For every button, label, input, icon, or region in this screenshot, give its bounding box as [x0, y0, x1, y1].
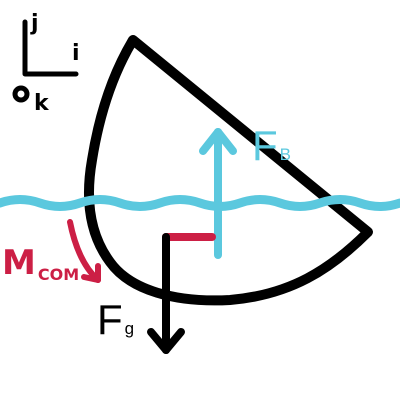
- gravity-force-symbol: F: [97, 296, 123, 343]
- axis-label-k: k: [34, 91, 50, 116]
- k-out-of-page-icon: [12, 85, 30, 103]
- moment-symbol: M: [2, 243, 36, 283]
- axis-label-j: j: [30, 11, 39, 36]
- gravity-force-arrow: [147, 233, 185, 354]
- moment-subscript: COM: [38, 265, 79, 284]
- axis-label-i: i: [72, 41, 80, 66]
- moment-curved-arrow: [67, 219, 101, 283]
- floating-body-outline: [84, 35, 373, 306]
- buoyancy-force-subscript: B: [280, 145, 291, 164]
- buoyancy-force-arrow: [199, 128, 237, 259]
- axes-lines: [22, 19, 79, 77]
- gravity-force-subscript: g: [125, 319, 134, 338]
- water-surface-line: [0, 195, 400, 211]
- buoyancy-force-symbol: F: [252, 122, 278, 169]
- coordinate-axes: j i k: [12, 11, 80, 116]
